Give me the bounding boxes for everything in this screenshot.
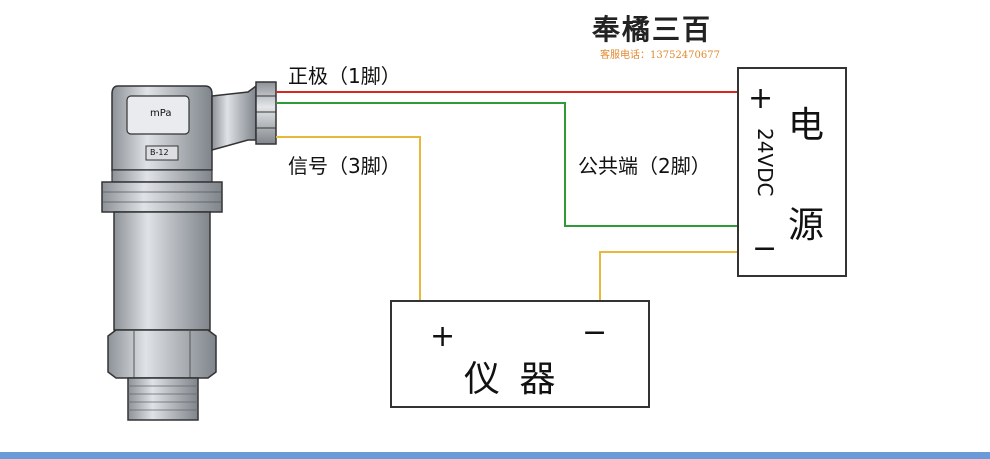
power-plus-sign: + xyxy=(748,81,774,116)
contact-watermark: 客服电话：13752470677 xyxy=(600,50,720,61)
cable-gland xyxy=(255,81,277,145)
yellow-signal-wire xyxy=(276,136,421,300)
bottom-accent-bar xyxy=(0,452,990,459)
knurled-ring xyxy=(101,181,223,213)
green-wire xyxy=(276,102,738,227)
signal-pin-label: 信号（3脚） xyxy=(288,154,401,178)
brand-watermark: 奉橘三百 xyxy=(592,13,713,46)
hex-nut xyxy=(107,329,217,379)
power-char-1: 电 xyxy=(788,105,825,146)
instrument-box xyxy=(390,300,650,408)
sensor-body xyxy=(113,211,211,331)
power-voltage: 24VDC xyxy=(753,128,777,197)
positive-pin-label: 正极（1脚） xyxy=(288,64,401,88)
power-minus-sign: − xyxy=(752,231,778,266)
cable-connector xyxy=(211,84,257,151)
instrument-minus-sign: − xyxy=(582,315,608,350)
display-text: mPa xyxy=(150,108,172,119)
pressure-transmitter xyxy=(101,81,277,421)
plate-text: B-12 xyxy=(150,148,169,157)
instrument-label: 仪 器 xyxy=(464,359,560,400)
display-window xyxy=(126,95,190,135)
power-supply-box xyxy=(737,67,847,277)
common-pin-label: 公共端（2脚） xyxy=(578,154,711,178)
power-char-2: 源 xyxy=(788,205,825,246)
name-plate xyxy=(145,145,179,161)
instrument-plus-sign: + xyxy=(430,319,456,354)
yellow-return-wire xyxy=(599,251,738,300)
threaded-fitting xyxy=(127,377,199,421)
